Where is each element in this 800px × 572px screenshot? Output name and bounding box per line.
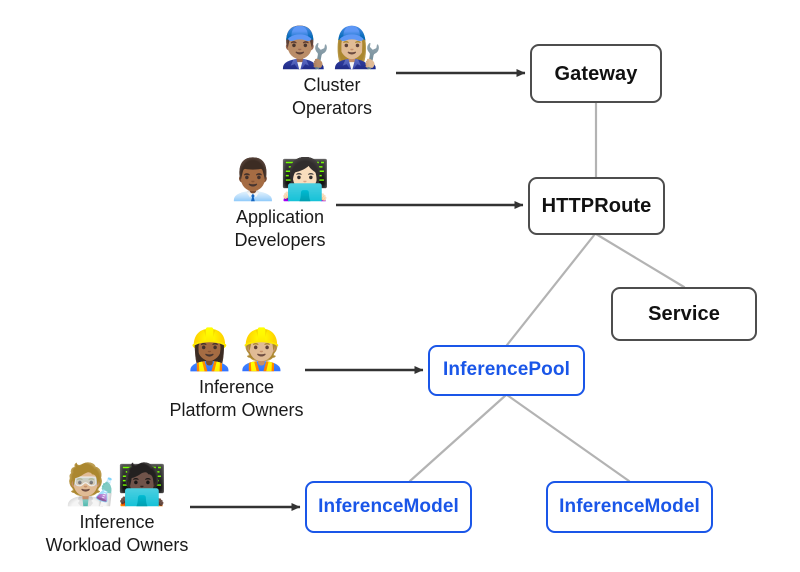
- inference-platform-owners-emoji-icons: 👷🏾‍♀️👷🏼: [184, 327, 289, 373]
- node-service[interactable]: Service: [611, 287, 757, 341]
- node-gateway[interactable]: Gateway: [530, 44, 662, 103]
- edge-httproute-inferencepool: [505, 232, 597, 347]
- application-developers-emoji-icons: 👨🏾‍💼👩🏻‍💻: [228, 157, 332, 203]
- node-gateway-label: Gateway: [554, 62, 638, 85]
- node-service-label: Service: [648, 303, 720, 325]
- actor-inference-workload-owners-label: Inference Workload Owners: [45, 512, 189, 555]
- actor-inference-platform-owners-label: Inference Platform Owners: [169, 377, 304, 420]
- actor-inference-platform-owners[interactable]: 👷🏾‍♀️👷🏼 Inference Platform Owners: [155, 330, 318, 421]
- node-httproute[interactable]: HTTPRoute: [528, 177, 665, 235]
- node-inferencemodel-right-label: InferenceModel: [559, 495, 700, 517]
- actor-cluster-operators-label: Cluster Operators: [291, 75, 373, 118]
- edge-inferencepool-inferencemodel-left: [408, 393, 508, 483]
- actor-inference-workload-owners[interactable]: 🧑🏼‍🔬🧑🏿‍💻 Inference Workload Owners: [33, 465, 201, 556]
- node-httproute-label: HTTPRoute: [541, 195, 652, 217]
- node-inferencepool-label: InferencePool: [443, 359, 570, 381]
- node-inferencepool[interactable]: InferencePool: [428, 345, 585, 396]
- node-inferencemodel-left-label: InferenceModel: [318, 495, 459, 517]
- node-inferencemodel-right[interactable]: InferenceModel: [546, 481, 713, 533]
- edge-inferencepool-inferencemodel-right: [505, 393, 631, 483]
- inference-workload-owners-emoji-icons: 🧑🏼‍🔬🧑🏿‍💻: [65, 462, 169, 508]
- actor-application-developers[interactable]: 👨🏾‍💼👩🏻‍💻 Application Developers: [204, 160, 356, 251]
- actor-application-developers-label: Application Developers: [234, 207, 326, 250]
- cluster-operators-emoji-icons: 👨🏽‍🔧👩🏼‍🔧: [280, 25, 384, 71]
- actor-cluster-operators[interactable]: 👨🏽‍🔧👩🏼‍🔧 Cluster Operators: [256, 28, 408, 119]
- node-inferencemodel-left[interactable]: InferenceModel: [305, 481, 472, 533]
- edge-httproute-service: [594, 232, 686, 289]
